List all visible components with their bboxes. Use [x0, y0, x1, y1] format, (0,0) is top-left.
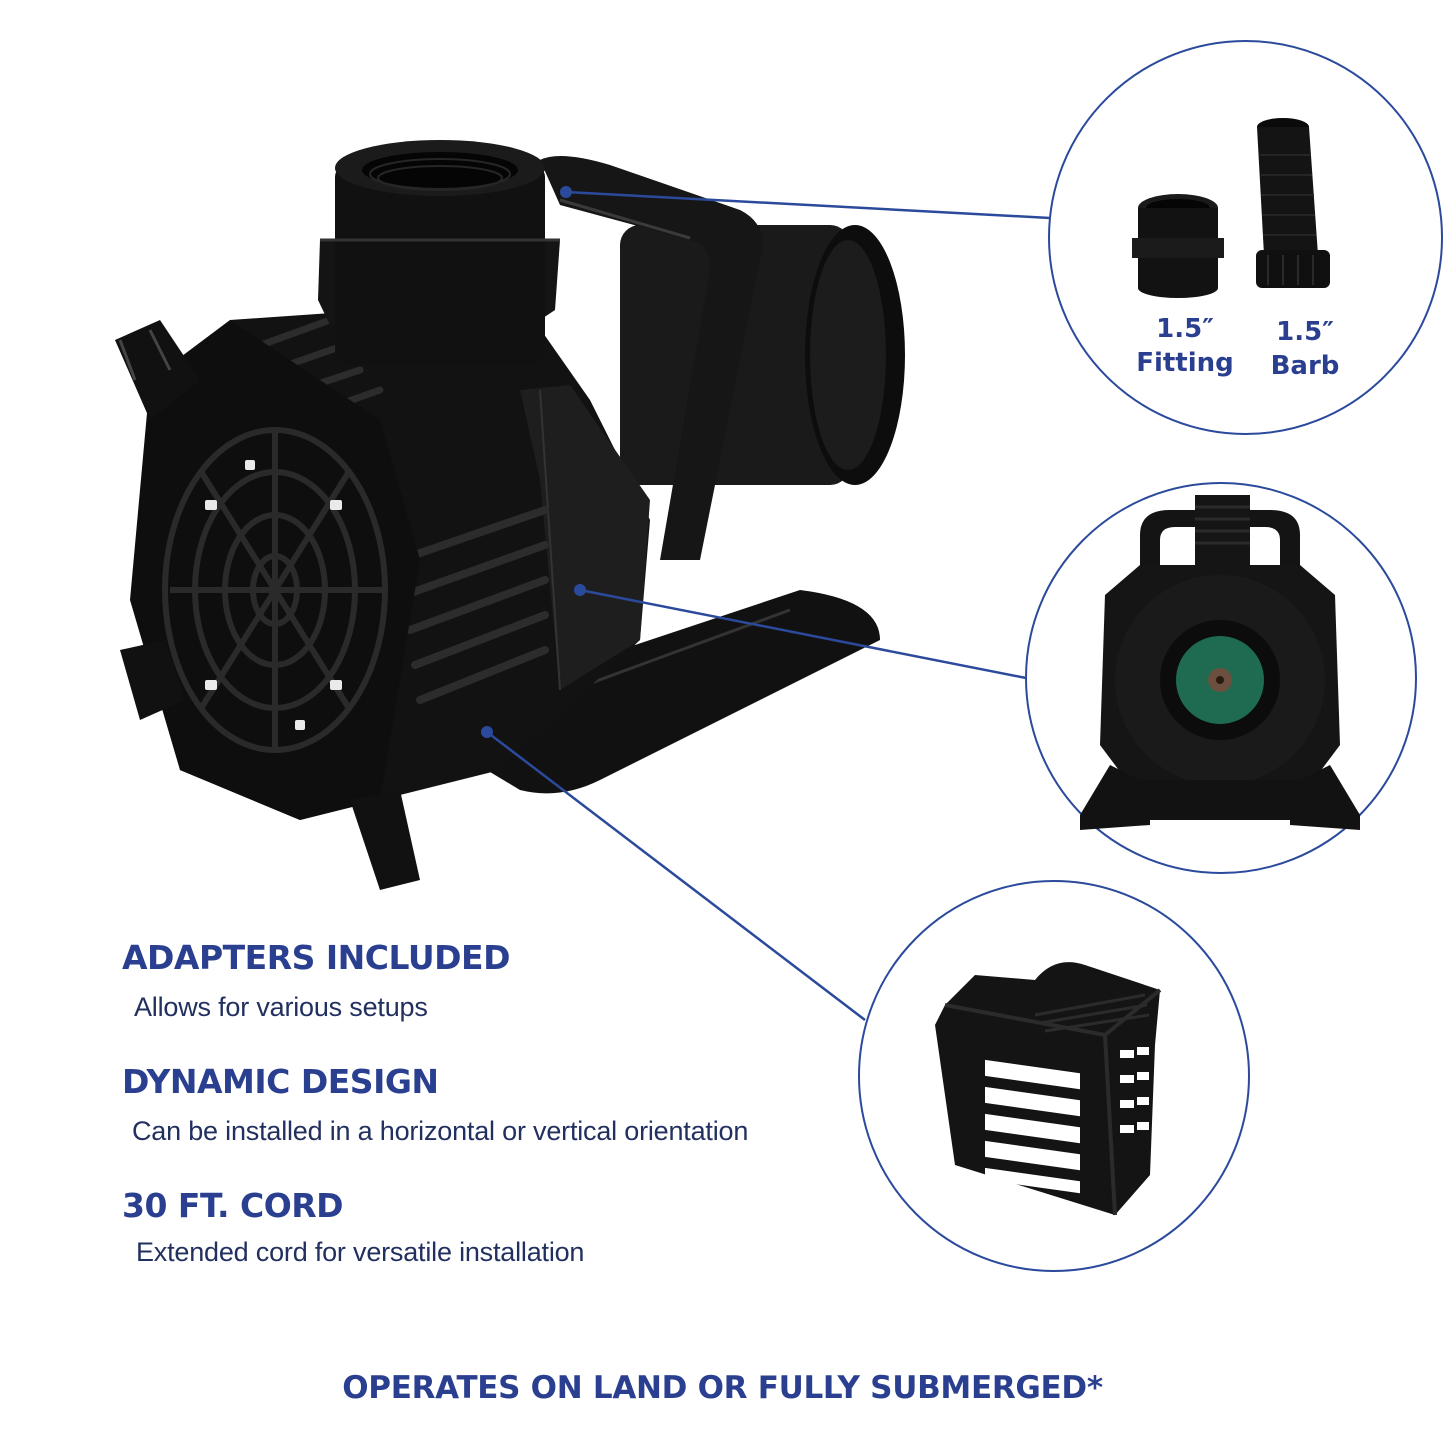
feature-title-dynamic-design: DYNAMIC DESIGN — [122, 1062, 439, 1101]
tagline: OPERATES ON LAND OR FULLY SUBMERGED* — [342, 1370, 1103, 1406]
pre-filter-cage-image — [935, 962, 1162, 1216]
fitting-label: 1.5″ Fitting — [1136, 314, 1234, 378]
callout-front-view — [1025, 482, 1417, 874]
feature-desc-cord: Extended cord for versatile installation — [136, 1237, 585, 1267]
callout-pre-filter-cage — [858, 880, 1250, 1272]
feature-desc-dynamic-design: Can be installed in a horizontal or vert… — [132, 1116, 749, 1146]
feature-title-cord: 30 FT. CORD — [122, 1186, 344, 1225]
fitting-adapter-icon — [1132, 194, 1224, 298]
barb-adapter-icon — [1256, 118, 1330, 288]
pump-front-view-image — [1080, 495, 1360, 830]
feature-title-adapters: ADAPTERS INCLUDED — [122, 938, 510, 977]
feature-desc-adapters: Allows for various setups — [134, 992, 428, 1022]
barb-label: 1.5″ Barb — [1270, 317, 1340, 381]
callout-adapters — [1048, 40, 1443, 435]
